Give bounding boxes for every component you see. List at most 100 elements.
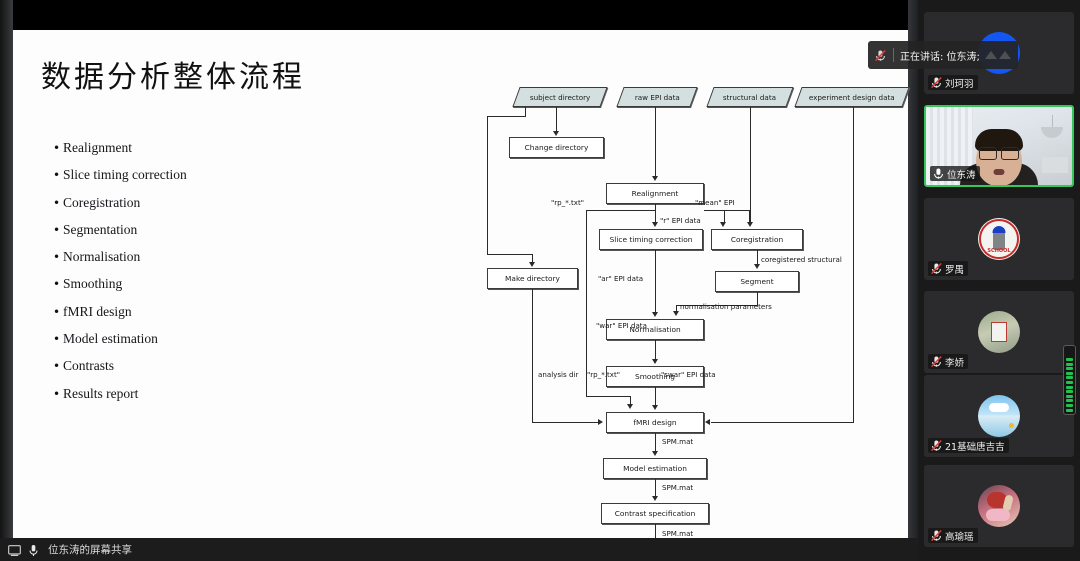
flow-edge: [630, 396, 632, 405]
flow-edge-label: normalisation parameters: [680, 302, 772, 311]
collapse-arrows-icon[interactable]: [982, 48, 1012, 62]
flow-arrowhead: [651, 451, 658, 456]
video-person-mouth: [993, 169, 1005, 175]
meter-segment: [1066, 362, 1073, 366]
participant-name-badge: 高瑜瑶: [928, 528, 978, 543]
flow-edge: [757, 250, 759, 264]
flow-edge: [655, 433, 657, 451]
meter-segment: [1066, 376, 1073, 380]
flow-edge-label: SPM.mat: [662, 483, 694, 492]
flow-edge: [532, 289, 534, 422]
microphone-muted-icon: [930, 529, 943, 542]
bullet-dot-icon: •: [53, 359, 61, 374]
participant-name-badge: 刘珂羽: [928, 75, 978, 90]
analysis-pipeline-flowchart: subject directory raw EPI data structura…: [468, 55, 910, 561]
list-item: •fMRI design: [53, 304, 313, 320]
flow-arrowhead: [626, 404, 633, 409]
flow-edge: [704, 210, 750, 212]
participant-tile-weidongtao[interactable]: 位东涛: [924, 105, 1074, 187]
meter-segment: [1066, 380, 1073, 384]
bullet-dot-icon: •: [53, 141, 61, 155]
list-item: •Results report: [53, 386, 313, 402]
avatar-figure: [993, 228, 1005, 251]
flow-edge: [711, 422, 854, 424]
flow-edge: [487, 116, 526, 118]
flow-arrowhead: [651, 176, 658, 181]
video-lamp-stem: [1051, 115, 1053, 128]
bullet-dot-icon: •: [53, 277, 61, 292]
participant-tile-gaoyuyao[interactable]: 高瑜瑶: [924, 465, 1074, 547]
flow-node-fmri-design: fMRI design: [606, 412, 704, 433]
flow-arrowhead: [746, 222, 753, 227]
bullet-dot-icon: •: [53, 222, 61, 237]
flow-node-realignment: Realignment: [606, 183, 704, 204]
participant-name: 位东涛: [947, 169, 976, 181]
flow-node-coregistration: Coregistration: [711, 229, 803, 250]
meter-segment: [1066, 390, 1073, 394]
participant-tile-luoyu[interactable]: SCHOOL 罗禺: [924, 198, 1074, 280]
participant-name-badge: 21基础唐吉吉: [928, 438, 1009, 453]
divider: [893, 48, 894, 62]
flow-edge: [655, 204, 657, 222]
flow-edge: [757, 292, 759, 306]
microphone-muted-icon: [930, 76, 943, 89]
list-item-label: Normalisation: [63, 249, 141, 265]
bullet-dot-icon: •: [53, 195, 61, 210]
page-title: 数据分析整体流程: [41, 60, 305, 95]
list-item: •Coregistration: [53, 195, 313, 211]
video-person-glasses: [979, 147, 1019, 160]
bullet-dot-icon: •: [53, 304, 61, 319]
avatar-paper: [991, 321, 1007, 342]
flow-edge: [532, 254, 534, 263]
bullet-dot-icon: •: [53, 386, 61, 401]
flow-edge-label: "mean" EPI: [695, 198, 735, 207]
flow-edge: [655, 387, 657, 405]
flow-node-contrast-specification: Contrast specification: [601, 503, 709, 524]
flow-arrowhead: [705, 418, 710, 425]
flow-edge: [487, 116, 489, 255]
microphone-muted-icon: [930, 439, 943, 452]
flow-arrowhead: [651, 222, 658, 227]
video-desk: [1042, 157, 1068, 173]
list-item-label: Realignment: [63, 140, 132, 155]
share-frame-left: [0, 0, 13, 538]
flow-edge: [853, 107, 855, 423]
participant-tile-21jichutangjiji[interactable]: 21基础唐吉吉: [924, 375, 1074, 457]
participants-sidebar[interactable]: 刘珂羽 位东涛: [918, 0, 1080, 561]
flow-edge: [676, 305, 678, 312]
list-item-label: Model estimation: [63, 331, 158, 347]
active-speaker-banner[interactable]: 正在讲话: 位东涛;: [868, 41, 1018, 69]
flow-edge: [556, 107, 558, 132]
bullet-dot-icon: •: [53, 332, 61, 347]
list-item-label: Slice timing correction: [63, 167, 187, 183]
participant-name-badge: 位东涛: [930, 166, 980, 181]
participant-name-badge: 李娇: [928, 354, 969, 369]
avatar-hair: [987, 491, 1008, 508]
flow-edge: [655, 340, 657, 359]
list-item: •Model estimation: [53, 331, 313, 347]
video-person-hair: [975, 129, 1023, 151]
flow-edge: [655, 107, 657, 177]
participant-name: 罗禺: [945, 264, 965, 276]
flow-node-slice-timing-correction: Slice timing correction: [599, 229, 703, 250]
flow-edge-label: "rp_*.txt": [551, 198, 585, 207]
participant-tile-lijiao[interactable]: 李娇: [924, 291, 1074, 373]
flow-node-smoothing: Smoothing: [606, 366, 704, 387]
flow-edge: [749, 210, 751, 223]
bullet-dot-icon: •: [53, 168, 61, 183]
list-item: •Slice timing correction: [53, 167, 313, 183]
flow-arrowhead: [753, 264, 760, 269]
meter-segment: [1066, 408, 1073, 412]
flow-edge-label: SPM.mat: [662, 529, 694, 538]
flow-edge: [704, 210, 726, 212]
video-lamp: [1041, 127, 1063, 138]
list-item: •Segmentation: [53, 222, 313, 238]
meter-segment: [1066, 357, 1073, 361]
flow-edge: [586, 210, 656, 212]
screen-share-status-label: 位东涛的屏幕共享: [48, 544, 132, 556]
list-item: •Smoothing: [53, 276, 313, 292]
audio-level-meter: [1063, 345, 1076, 415]
flow-node-change-directory: Change directory: [509, 137, 604, 158]
avatar-sun: [1009, 423, 1014, 428]
